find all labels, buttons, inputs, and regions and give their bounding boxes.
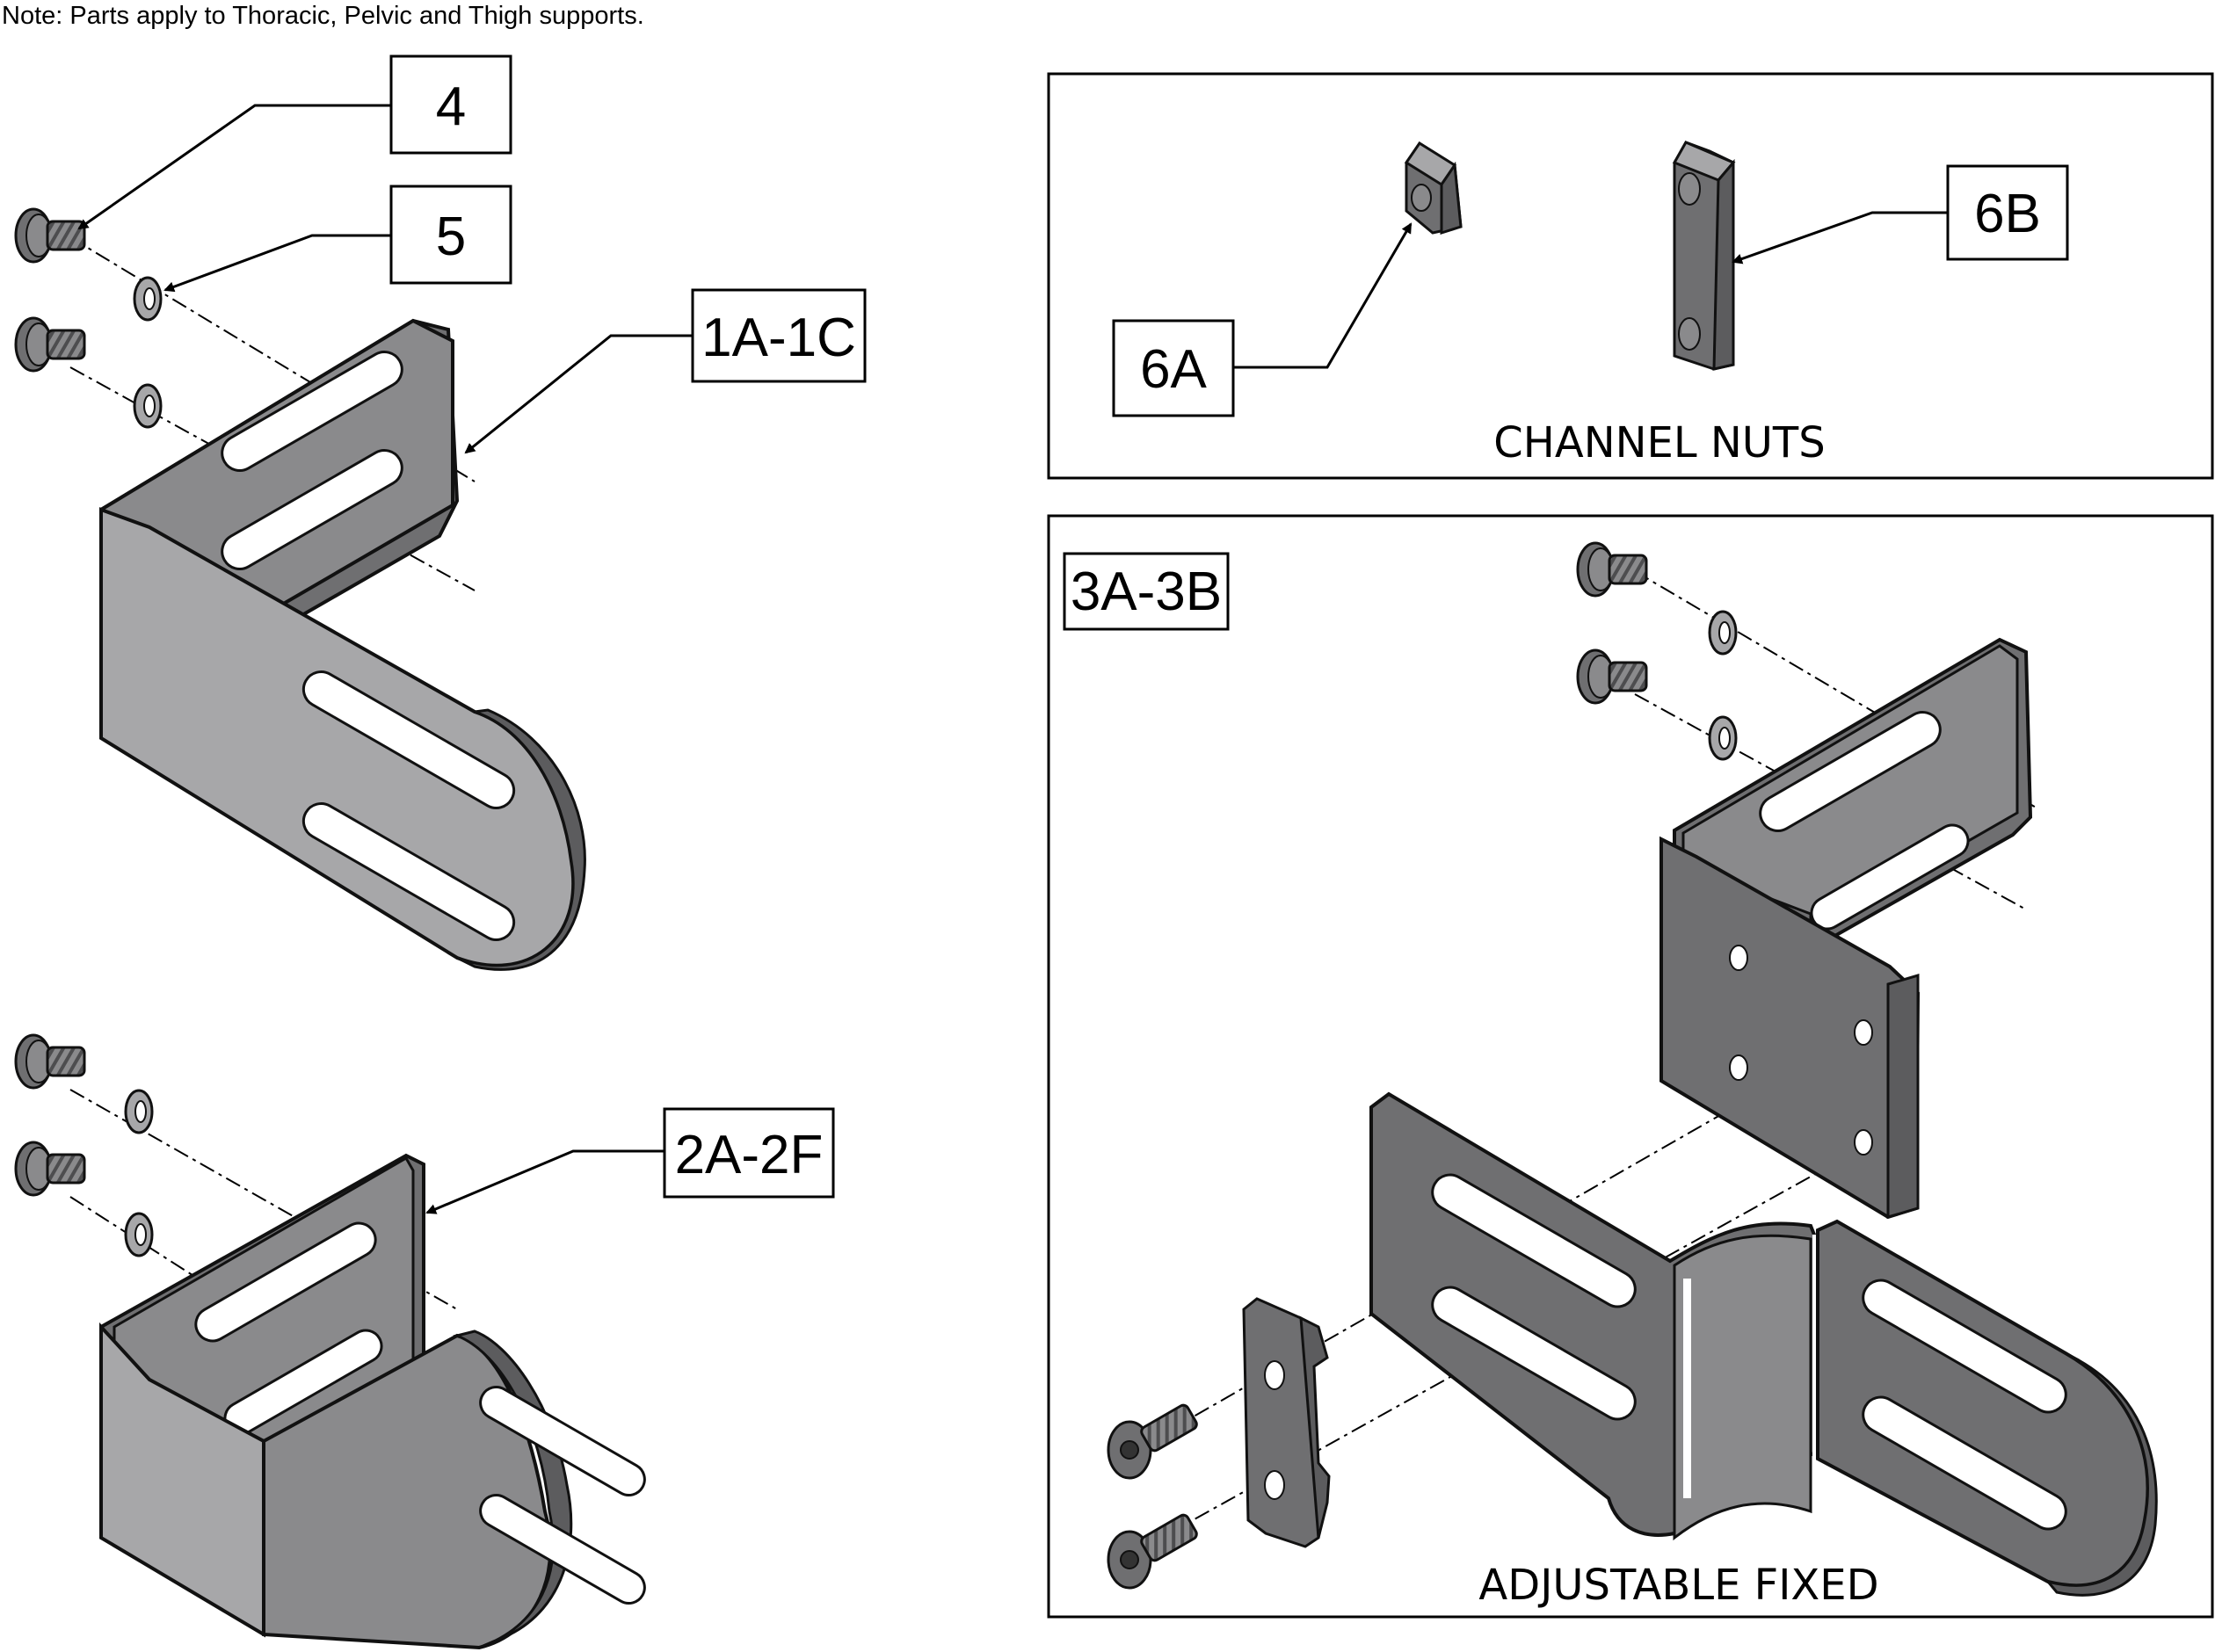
button-screw-lower xyxy=(1107,1513,1198,1590)
note-text: Note: Parts apply to Thoracic, Pelvic an… xyxy=(2,2,644,30)
panel-adjustable-fixed: 3A-3B xyxy=(1047,514,2214,1619)
callout-3a-3b-label: 3A-3B xyxy=(1071,562,1222,622)
channel-nut-6a xyxy=(1404,141,1463,235)
callout-4: 4 xyxy=(77,54,512,230)
callout-1a-1c: 1A-1C xyxy=(464,288,867,454)
callout-6a: 6A xyxy=(1112,222,1413,417)
callout-6b: 6B xyxy=(1732,164,2069,264)
callout-6a-label: 6A xyxy=(1140,339,1207,400)
panel-channel-nuts: 6A 6B CHANNEL NUTS xyxy=(1047,72,2214,480)
channel-nuts-caption: CHANNEL NUTS xyxy=(1493,418,1825,467)
callout-5-label: 5 xyxy=(436,206,466,267)
callout-4-label: 4 xyxy=(436,76,466,137)
callout-2a-2f: 2A-2F xyxy=(425,1107,835,1214)
bracket-2a-2f xyxy=(14,1033,646,1650)
channel-nut-6b xyxy=(1672,141,1736,371)
callout-2a-2f-label: 2A-2F xyxy=(675,1125,824,1185)
callout-3a-3b: 3A-3B xyxy=(1063,552,1230,631)
bracket-1a-1c xyxy=(14,207,586,971)
callout-1a-1c-label: 1A-1C xyxy=(701,308,856,368)
callout-5: 5 xyxy=(163,185,512,293)
callout-6b-label: 6B xyxy=(1974,184,2041,244)
button-screw-upper xyxy=(1107,1403,1198,1480)
adjustable-fixed-caption: ADJUSTABLE FIXED xyxy=(1478,1561,1878,1610)
